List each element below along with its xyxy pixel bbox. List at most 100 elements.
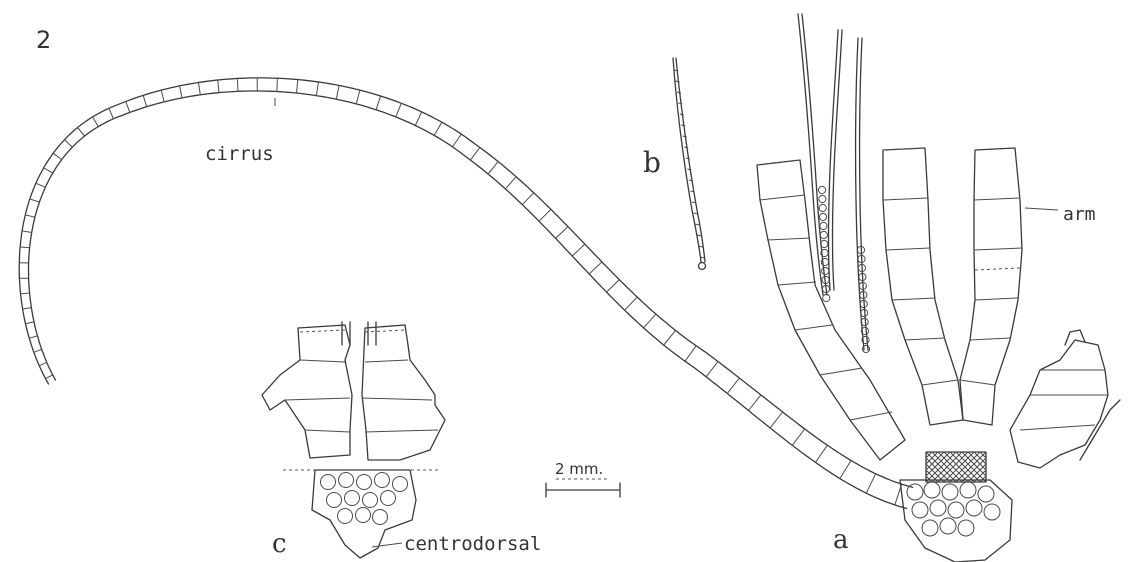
arm-label: arm — [1063, 204, 1096, 225]
cirrus-b-segment — [680, 114, 684, 115]
cirrus-bead — [822, 267, 829, 274]
cirrus-segment — [815, 445, 827, 462]
cirrus-segment — [396, 103, 402, 117]
cirrus-segment — [488, 162, 498, 174]
cirrus-segment — [23, 308, 32, 309]
cirrus-segment — [316, 82, 318, 96]
cirrus-segment — [21, 293, 30, 294]
cirrus-segment — [376, 96, 381, 110]
arm-pointer — [1025, 208, 1058, 210]
cirrus-segment — [470, 148, 480, 161]
cirrus-socket — [940, 518, 956, 534]
cirrus-bead — [820, 213, 827, 220]
cirrus-socket — [942, 484, 958, 500]
cirrus-edge-inner — [19, 78, 912, 487]
cirrus-socket — [393, 477, 408, 492]
cirrus-segment — [685, 346, 696, 362]
cirrus-segment — [336, 86, 339, 100]
cirrus-bead — [819, 204, 826, 211]
cirrus-segment — [29, 336, 37, 338]
cirrus-segment — [20, 247, 30, 248]
cirrus-b-segment — [683, 136, 687, 137]
hatch-line — [896, 452, 926, 482]
panel-a-label: a — [833, 525, 849, 555]
cirrus-socket — [978, 486, 994, 502]
cirrus-segment — [143, 95, 147, 106]
cirrus-socket — [339, 473, 354, 488]
centrodorsal-pointer — [372, 543, 402, 547]
cirrus-socket — [958, 520, 974, 536]
cirrus-socket — [356, 508, 371, 523]
cirrus-segment — [180, 86, 182, 98]
cirrus-socket — [363, 493, 378, 508]
cirrus-socket — [922, 520, 938, 536]
cirrus-segment — [199, 83, 201, 95]
cirrus-socket — [345, 491, 360, 506]
cirrus-bead — [821, 240, 828, 247]
cirrus-segment — [26, 322, 35, 324]
cirrus-segment — [572, 244, 585, 256]
cirrus-segment — [30, 199, 40, 202]
cirrus-socket — [924, 482, 940, 498]
cirrus-socket — [907, 484, 923, 500]
cirrus-segment — [415, 112, 421, 126]
cirrus-segment — [505, 177, 516, 189]
cirrus-socket — [960, 482, 976, 498]
figure-number: 2 — [36, 26, 51, 54]
cirrus-segment — [53, 153, 62, 159]
cirrus-segment — [434, 122, 442, 135]
panel-c-label: c — [272, 529, 287, 559]
cirrus-label: cirrus — [205, 143, 274, 165]
cirrus-segment — [36, 183, 45, 187]
hatch-line — [896, 452, 926, 482]
cirrus-segment — [78, 128, 85, 137]
cirrus-segment — [277, 78, 278, 91]
cirrus-segment — [589, 262, 602, 274]
cirrus-b-segment — [681, 125, 685, 126]
cirrus-segment — [770, 412, 783, 428]
centrodorsal-label: centrodorsal — [404, 533, 541, 555]
cirrus-socket — [373, 510, 388, 525]
cirrus-segment — [161, 90, 164, 102]
cirrus-segment — [522, 193, 533, 205]
cirrus-b-segment — [677, 92, 681, 93]
cirrus-segment — [34, 349, 42, 352]
cirrus-segment — [22, 231, 32, 233]
cirrus-socket — [948, 502, 964, 518]
cirrus-segment — [453, 134, 462, 147]
panel-b-label: b — [643, 146, 661, 179]
cirrus-segment — [644, 314, 656, 328]
cirrus-segment — [44, 168, 53, 173]
cirrus-segment — [65, 140, 73, 147]
cirrus-segment — [25, 215, 35, 217]
cirrus-segment — [93, 117, 99, 127]
cirrus-segment — [664, 330, 676, 345]
cirrus-segment — [46, 375, 53, 379]
cirrus-segment — [39, 362, 47, 365]
cirrus-bead — [820, 222, 827, 229]
cirrus-b-segment — [695, 224, 699, 225]
panel-c-drawing — [262, 322, 445, 558]
cirrus-bead — [823, 294, 830, 301]
cirrus-b-segment — [686, 158, 690, 159]
cirrus-segment — [792, 429, 804, 445]
cirrus-segment — [866, 474, 875, 493]
cirrus-bead — [818, 186, 825, 193]
cirrus-bead — [819, 195, 826, 202]
cirrus-segment — [126, 102, 130, 113]
cirrus-segment — [625, 297, 638, 310]
cirrus-b-segment — [684, 147, 688, 148]
panel-a-drawing — [757, 14, 1120, 562]
cirrus-drawing — [19, 78, 912, 509]
cirrus-segment — [356, 90, 360, 104]
scale-label: 2 mm. — [555, 460, 603, 478]
cirrus-socket — [375, 473, 390, 488]
cirrus-segment — [607, 280, 620, 293]
cirrus-segment — [218, 80, 219, 93]
cirrus-segment — [556, 227, 568, 239]
cirrus-socket — [338, 509, 353, 524]
scale-bar — [546, 479, 620, 497]
cirrus-b-segment — [678, 103, 682, 104]
cirrus-segment — [237, 79, 238, 92]
